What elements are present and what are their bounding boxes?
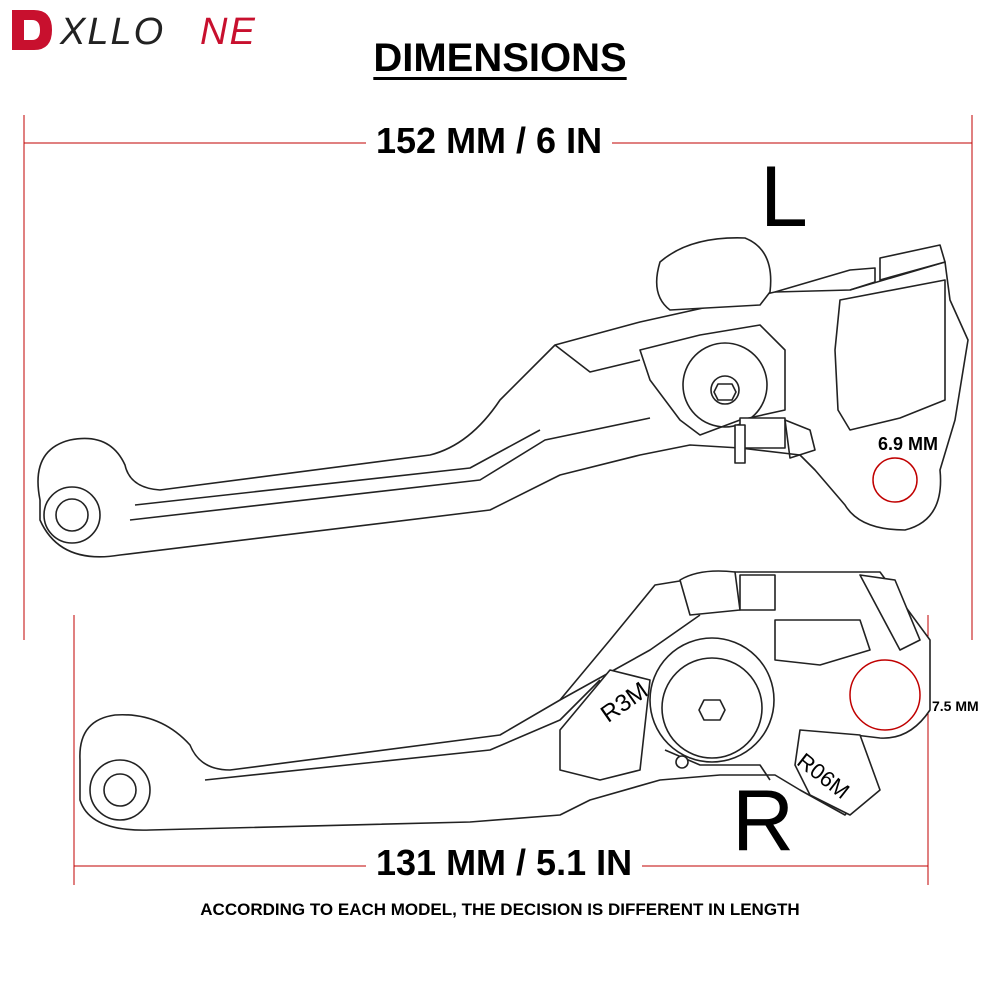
logo-text: XLLO xyxy=(59,11,165,53)
right-hole-marker xyxy=(849,659,921,731)
footer-note: ACCORDING TO EACH MODEL, THE DECISION IS… xyxy=(200,900,800,919)
right-length-label: 131 MM / 5.1 IN xyxy=(366,842,643,884)
left-side-label: L xyxy=(760,149,808,245)
left-lever xyxy=(37,237,969,558)
left-hole-marker xyxy=(872,457,918,503)
brand-logo: XLLO NE xyxy=(12,10,257,53)
left-hole-label: 6.9 MM xyxy=(878,434,939,454)
right-lever xyxy=(79,570,931,831)
logo-mark-icon xyxy=(12,10,52,50)
left-length-label: 152 MM / 6 IN xyxy=(366,120,613,162)
logo-text-accent: NE xyxy=(200,11,257,53)
right-hole-label: 7.5 MM xyxy=(932,698,979,714)
right-side-label: R xyxy=(732,773,795,869)
page-title: DIMENSIONS xyxy=(373,36,627,80)
